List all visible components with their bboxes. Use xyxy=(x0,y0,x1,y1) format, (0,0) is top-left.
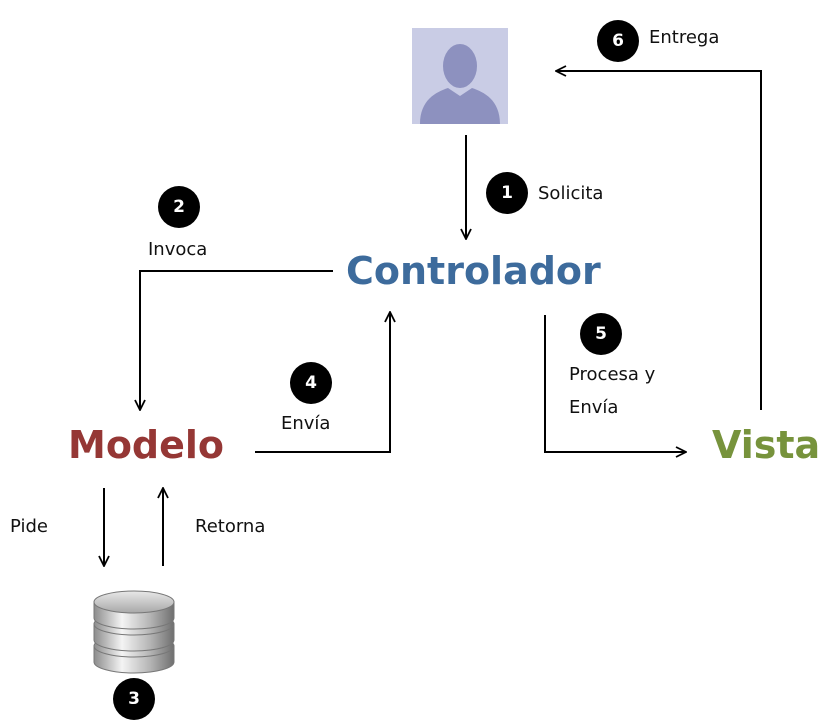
arrow-envia-modelo xyxy=(255,312,390,453)
step-2-badge: 2 xyxy=(158,186,200,228)
step-1-badge: 1 xyxy=(486,172,528,214)
step-1-label: Solicita xyxy=(538,183,604,204)
step-2-label: Invoca xyxy=(148,239,208,260)
arrow-entrega xyxy=(556,71,762,410)
step-5-label-line2: Envía xyxy=(569,397,619,418)
step-6-label: Entrega xyxy=(649,27,720,48)
user-avatar-icon xyxy=(412,28,508,124)
step-6-badge: 6 xyxy=(597,20,639,62)
step-4-badge: 4 xyxy=(290,362,332,404)
step-5-badge: 5 xyxy=(580,313,622,355)
arrow-procesa-envia xyxy=(544,315,686,452)
pide-label: Pide xyxy=(10,516,48,537)
step-3-badge: 3 xyxy=(113,678,155,720)
controlador-label: Controlador xyxy=(346,249,601,293)
database-icon xyxy=(93,590,175,674)
arrow-invoca xyxy=(140,270,333,410)
modelo-label: Modelo xyxy=(68,423,225,467)
vista-label: Vista xyxy=(712,423,820,467)
step-5-label-line1: Procesa y xyxy=(569,364,656,385)
retorna-label: Retorna xyxy=(195,516,266,537)
step-4-label: Envía xyxy=(281,413,331,434)
